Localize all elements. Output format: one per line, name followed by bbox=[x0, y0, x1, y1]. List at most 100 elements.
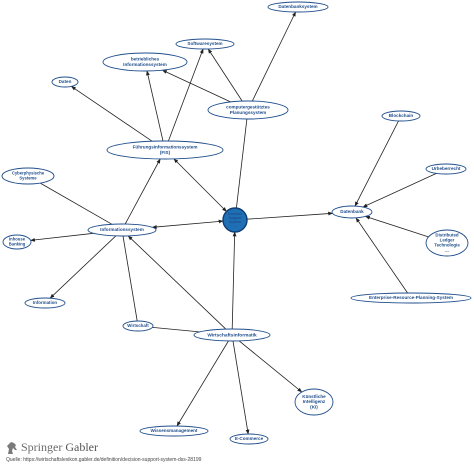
node-blockchain[interactable]: Blockchain bbox=[381, 110, 421, 122]
edge-fis-betriebliches bbox=[146, 70, 164, 142]
node-label-dss: Support bbox=[229, 216, 243, 220]
node-label-ki: Künstliche bbox=[302, 394, 326, 399]
node-label-dss: Decision bbox=[228, 212, 242, 216]
node-label-betriebliches: Informationssystem bbox=[123, 62, 167, 67]
node-urheberrecht[interactable]: Urheberrecht bbox=[425, 163, 467, 175]
node-label-ki: Intelligenz bbox=[303, 399, 326, 404]
brand-gabler: Gabler bbox=[65, 440, 98, 454]
node-label-ki: (KI) bbox=[310, 405, 318, 410]
node-shape-daten bbox=[51, 76, 79, 88]
node-erp[interactable]: Enterprise-Resource-Planning-System bbox=[350, 292, 472, 304]
node-label-wirtschaftsinformatik: Wirtschaftsinformatik bbox=[207, 332, 257, 338]
node-wirtschaftsinformatik[interactable]: Wirtschaftsinformatik bbox=[193, 328, 271, 342]
edge-cyber-informationssystem bbox=[40, 182, 113, 225]
node-shape-urheberrecht bbox=[425, 163, 467, 175]
node-shape-informationssystem bbox=[87, 223, 157, 237]
node-label-information: Information bbox=[33, 300, 57, 305]
node-daten[interactable]: Daten bbox=[51, 76, 79, 88]
edge-erp-datenbank bbox=[355, 217, 408, 294]
edge-wirtschaftsinformatik-wirtschaft bbox=[152, 327, 200, 333]
node-fis[interactable]: Führungsinformationssystem(FIS) bbox=[106, 140, 224, 160]
edge-cups-datenbanksystem bbox=[251, 11, 296, 102]
node-label-datenbank: Datenbank bbox=[340, 209, 364, 214]
node-datenbank[interactable]: Datenbank bbox=[331, 205, 373, 219]
node-label-datenbanksystem: Datenbanksystem bbox=[278, 4, 317, 9]
node-shape-erp bbox=[350, 292, 472, 304]
node-informationssystem[interactable]: Informationssystem bbox=[87, 223, 157, 237]
edge-informationssystem-inhouse bbox=[30, 232, 94, 242]
node-label-betriebliches: betriebliches bbox=[131, 57, 160, 62]
node-shape-dlt bbox=[425, 229, 469, 257]
node-dss[interactable]: DecisionSupportSystem... bbox=[222, 207, 248, 233]
source-line: Quelle: https://wirtschaftslexikon.gable… bbox=[6, 457, 202, 463]
node-label-erp: Enterprise-Resource-Planning-System bbox=[369, 295, 453, 300]
edge-informationssystem-wirtschaft bbox=[122, 235, 138, 322]
node-label-cyber: Cyberphysische bbox=[12, 171, 45, 176]
node-label-dlt: Ledger bbox=[440, 238, 455, 243]
publisher-logo: Springer Gabler bbox=[6, 440, 466, 455]
node-label-daten: Daten bbox=[59, 79, 72, 84]
node-shape-datenbanksystem bbox=[267, 1, 329, 13]
edge-urheberrecht-datenbank bbox=[362, 173, 437, 208]
edge-blockchain-datenbank bbox=[354, 120, 399, 207]
node-label-cups: computergestütztes bbox=[226, 105, 270, 110]
node-label-dlt: Technologie bbox=[434, 243, 460, 248]
node-shape-softwaresystem bbox=[175, 38, 235, 50]
node-shape-wirtschaftsinformatik bbox=[193, 328, 271, 342]
node-label-informationssystem: Informationssystem bbox=[100, 227, 144, 232]
node-dlt[interactable]: DistributedLedgerTechnologie... bbox=[425, 229, 469, 257]
node-shape-fis bbox=[106, 140, 224, 160]
node-shape-blockchain bbox=[381, 110, 421, 122]
node-label-inhouse: Inhouse bbox=[9, 237, 26, 242]
node-label-inhouse: Banking bbox=[9, 242, 26, 247]
node-label-dss: ... bbox=[234, 224, 237, 228]
node-label-urheberrecht: Urheberrecht bbox=[432, 166, 461, 171]
node-shape-inhouse bbox=[2, 234, 32, 250]
edge-fis-softwaresystem bbox=[168, 48, 204, 142]
edge-fis-daten bbox=[71, 86, 153, 142]
node-wirtschaft[interactable]: Wirtschaft bbox=[122, 320, 154, 332]
brand-springer: Springer bbox=[21, 440, 63, 454]
node-label-dss: System bbox=[229, 220, 241, 224]
node-label-wissensmanagement: Wissensmanagement bbox=[151, 428, 198, 433]
edge-cups-softwaresystem bbox=[207, 48, 243, 102]
edge-informationssystem-fis bbox=[124, 158, 161, 225]
node-shape-cyber bbox=[1, 167, 55, 185]
edge-wirtschaftsinformatik-informationssystem bbox=[127, 235, 227, 330]
node-information[interactable]: Information bbox=[24, 297, 66, 309]
node-label-fis: Führungsinformationssystem bbox=[133, 145, 198, 150]
node-ecommerce[interactable]: E-Commerce bbox=[229, 433, 269, 445]
edge-informationssystem-information bbox=[49, 235, 117, 299]
node-label-softwaresystem: Softwaresystem bbox=[187, 41, 222, 46]
node-label-wirtschaft: Wirtschaft bbox=[127, 323, 149, 328]
edge-fis-dss bbox=[173, 158, 227, 212]
node-shape-datenbank bbox=[331, 205, 373, 219]
node-shape-wirtschaft bbox=[122, 320, 154, 332]
node-wissensmanagement[interactable]: Wissensmanagement bbox=[139, 425, 209, 437]
node-label-ecommerce: E-Commerce bbox=[235, 436, 264, 441]
node-label-dlt: Distributed bbox=[435, 233, 458, 238]
node-shape-ki bbox=[294, 388, 334, 416]
horse-logo-icon bbox=[7, 441, 17, 454]
footer: Springer Gabler Quelle: https://wirtscha… bbox=[6, 440, 466, 463]
node-shape-cups bbox=[207, 100, 289, 120]
node-shape-information bbox=[24, 297, 66, 309]
node-softwaresystem[interactable]: Softwaresystem bbox=[175, 38, 235, 50]
node-shape-ecommerce bbox=[229, 433, 269, 445]
node-label-blockchain: Blockchain bbox=[389, 113, 414, 118]
edge-wirtschaftsinformatik-ki bbox=[238, 340, 303, 393]
edge-dss-informationssystem bbox=[151, 219, 224, 229]
edge-dlt-datenbank bbox=[365, 215, 429, 238]
edge-wirtschaftsinformatik-ecommerce bbox=[232, 340, 250, 435]
node-label-fis: (FIS) bbox=[160, 150, 171, 155]
edge-wirtschaftsinformatik-dss bbox=[231, 231, 237, 330]
node-datenbanksystem[interactable]: Datenbanksystem bbox=[267, 1, 329, 13]
node-label-dlt: ... bbox=[445, 248, 449, 253]
